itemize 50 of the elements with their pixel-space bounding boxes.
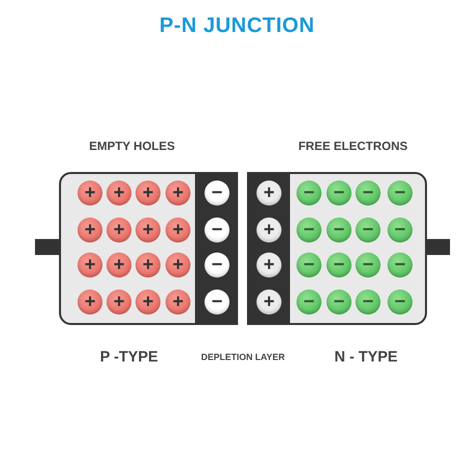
region-label: DEPLETION LAYER — [201, 352, 285, 362]
charge-circle: + — [166, 180, 190, 206]
charge-circle: + — [256, 290, 282, 314]
region-label: P -TYPE — [100, 348, 158, 366]
charge-circle: − — [356, 180, 380, 206]
charge-circle: + — [78, 252, 102, 278]
charge-circle: + — [78, 180, 102, 206]
charge-circle: − — [296, 180, 322, 206]
charge-circle: − — [204, 252, 230, 278]
charge-circle: − — [356, 252, 380, 278]
charge-circle: − — [388, 290, 412, 314]
charge-circle: + — [78, 218, 102, 242]
semiconductor-block — [247, 172, 427, 325]
charge-circle: + — [256, 180, 282, 206]
charge-circle: + — [166, 218, 190, 242]
charge-circle: + — [136, 290, 160, 314]
charge-circle: + — [166, 252, 190, 278]
charge-circle: − — [388, 252, 412, 278]
charge-circle: + — [106, 180, 132, 206]
charge-circle: − — [296, 252, 322, 278]
semiconductor-block — [59, 172, 238, 325]
charge-circle: − — [204, 180, 230, 206]
charge-circle: + — [256, 218, 282, 242]
charge-circle: + — [166, 290, 190, 314]
charge-circle: + — [106, 290, 132, 314]
charge-circle: − — [326, 180, 352, 206]
charge-circle: + — [78, 290, 102, 314]
charge-circle: − — [356, 290, 380, 314]
depletion-band — [247, 172, 290, 325]
charge-circle: + — [106, 252, 132, 278]
charge-circle: − — [204, 218, 230, 242]
charge-circle: − — [204, 290, 230, 314]
charge-circle: − — [296, 218, 322, 242]
charge-circle: − — [356, 218, 380, 242]
region-label: FREE ELECTRONS — [298, 139, 408, 153]
region-label: EMPTY HOLES — [89, 139, 175, 153]
charge-circle: − — [388, 218, 412, 242]
charge-circle: + — [256, 252, 282, 278]
charge-circle: − — [296, 290, 322, 314]
charge-circle: − — [326, 290, 352, 314]
depletion-band — [195, 172, 238, 325]
charge-circle: + — [136, 218, 160, 242]
charge-circle: + — [136, 252, 160, 278]
region-label: N - TYPE — [334, 348, 398, 366]
charge-circle: + — [106, 218, 132, 242]
charge-circle: + — [136, 180, 160, 206]
charge-circle: − — [326, 252, 352, 278]
charge-circle: − — [388, 180, 412, 206]
title: P-N JUNCTION — [158, 14, 316, 38]
charge-circle: − — [326, 218, 352, 242]
